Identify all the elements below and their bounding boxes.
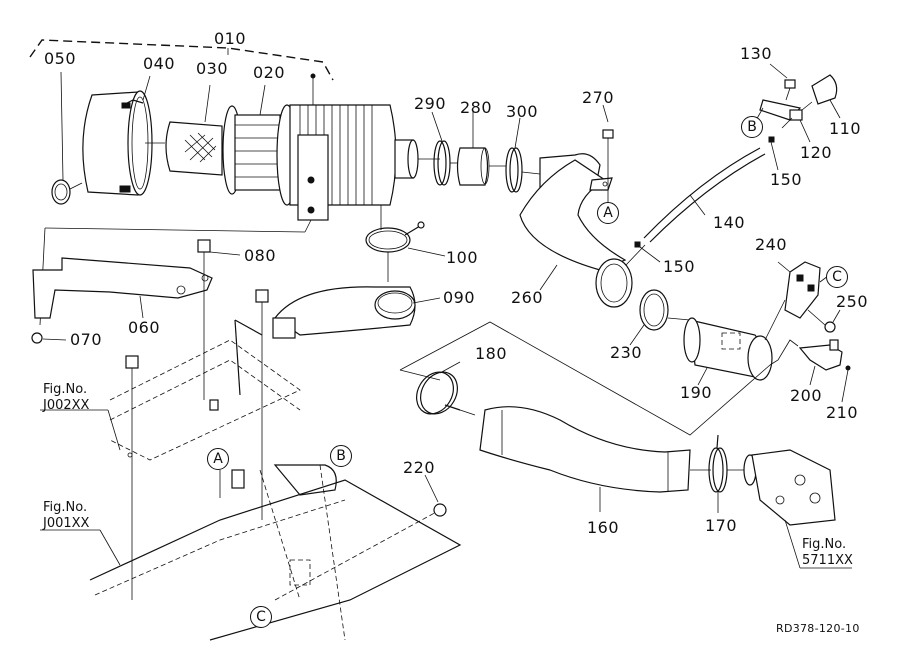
label-230: 230 [610, 343, 643, 362]
label-050: 050 [44, 49, 77, 68]
frame-j001xx [40, 464, 462, 641]
clamp-170 [690, 434, 745, 513]
label-150-mid: 150 [663, 257, 696, 276]
bolt-070 [31, 332, 67, 344]
label-080: 080 [244, 246, 277, 265]
label-100: 100 [446, 248, 479, 267]
frame-j002xx [40, 319, 301, 461]
label-180: 180 [475, 344, 508, 363]
label-060: 060 [128, 318, 161, 337]
label-250: 250 [836, 292, 869, 311]
cover-040 [82, 75, 165, 196]
reference-marker-a-top: A [597, 202, 619, 224]
element-mesh [184, 132, 217, 163]
pipe-260 [519, 153, 646, 308]
label-070: 070 [70, 330, 103, 349]
figure-ref-5711xx[interactable]: Fig.No. 5711XX [802, 537, 853, 570]
reference-marker-a-bottom: A [207, 448, 229, 470]
valve-050 [51, 71, 83, 205]
sensor-200 [769, 339, 851, 403]
assembly-guide-lines [399, 321, 771, 436]
figure-ref-label: Fig.No. [802, 537, 847, 552]
figure-ref-label: Fig.No. [43, 500, 88, 515]
reference-marker-c-bottom: C [250, 606, 272, 628]
mounting-bolts [125, 289, 269, 600]
thermostat-housing-5711xx [743, 449, 852, 569]
air-cleaner-body-020 [222, 84, 281, 195]
figure-ref-number: J001XX [43, 516, 90, 532]
label-300: 300 [506, 102, 539, 121]
hose-160 [479, 406, 691, 512]
hose-clamp-100 [365, 221, 446, 282]
reference-marker-b-bottom: B [330, 445, 352, 467]
label-020: 020 [253, 63, 286, 82]
label-270: 270 [582, 88, 615, 107]
bolt-220 [424, 474, 447, 517]
intake-duct-090 [272, 286, 441, 339]
bolt-270 [602, 104, 614, 205]
ring-230 [629, 289, 691, 346]
label-030: 030 [196, 59, 229, 78]
label-280: 280 [460, 98, 493, 117]
label-190: 190 [680, 383, 713, 402]
adaptor-120 [754, 99, 811, 143]
label-200: 200 [790, 386, 823, 405]
label-170: 170 [705, 516, 738, 535]
air-cleaner-housing [39, 104, 440, 326]
label-090: 090 [443, 288, 476, 307]
clips-150 [634, 136, 779, 263]
label-290: 290 [414, 94, 447, 113]
figure-ref-j002xx[interactable]: Fig.No. J002XX [43, 382, 89, 415]
label-160: 160 [587, 518, 620, 537]
label-110: 110 [829, 119, 862, 138]
label-240: 240 [755, 235, 788, 254]
figure-ref-j001xx[interactable]: Fig.No. J001XX [43, 500, 89, 533]
sensor-110 [801, 74, 841, 119]
clamp-300 [505, 117, 541, 193]
label-130: 130 [740, 44, 773, 63]
label-210: 210 [826, 403, 859, 422]
figure-ref-label: Fig.No. [43, 382, 88, 397]
reference-marker-b-top: B [741, 116, 763, 138]
drawing-code: RD378-120-10 [776, 622, 860, 635]
figure-ref-number: 5711XX [802, 553, 853, 569]
label-010: 010 [214, 29, 247, 48]
bolt-130 [769, 63, 796, 101]
clamp-180 [416, 361, 476, 416]
label-120: 120 [800, 143, 833, 162]
element-030 [165, 84, 223, 176]
rubber-joint-280 [456, 112, 506, 186]
bracket-240 [764, 261, 841, 341]
label-220: 220 [403, 458, 436, 477]
bolt-080 [197, 239, 241, 400]
label-140: 140 [713, 213, 746, 232]
figure-ref-number: J002XX [43, 398, 90, 414]
label-150-top: 150 [770, 170, 803, 189]
reference-marker-c-top: C [826, 266, 848, 288]
bracket-060 [32, 257, 213, 319]
label-040: 040 [143, 54, 176, 73]
clamp-290 [431, 111, 457, 186]
hose-140 [643, 147, 766, 243]
label-260: 260 [511, 288, 544, 307]
